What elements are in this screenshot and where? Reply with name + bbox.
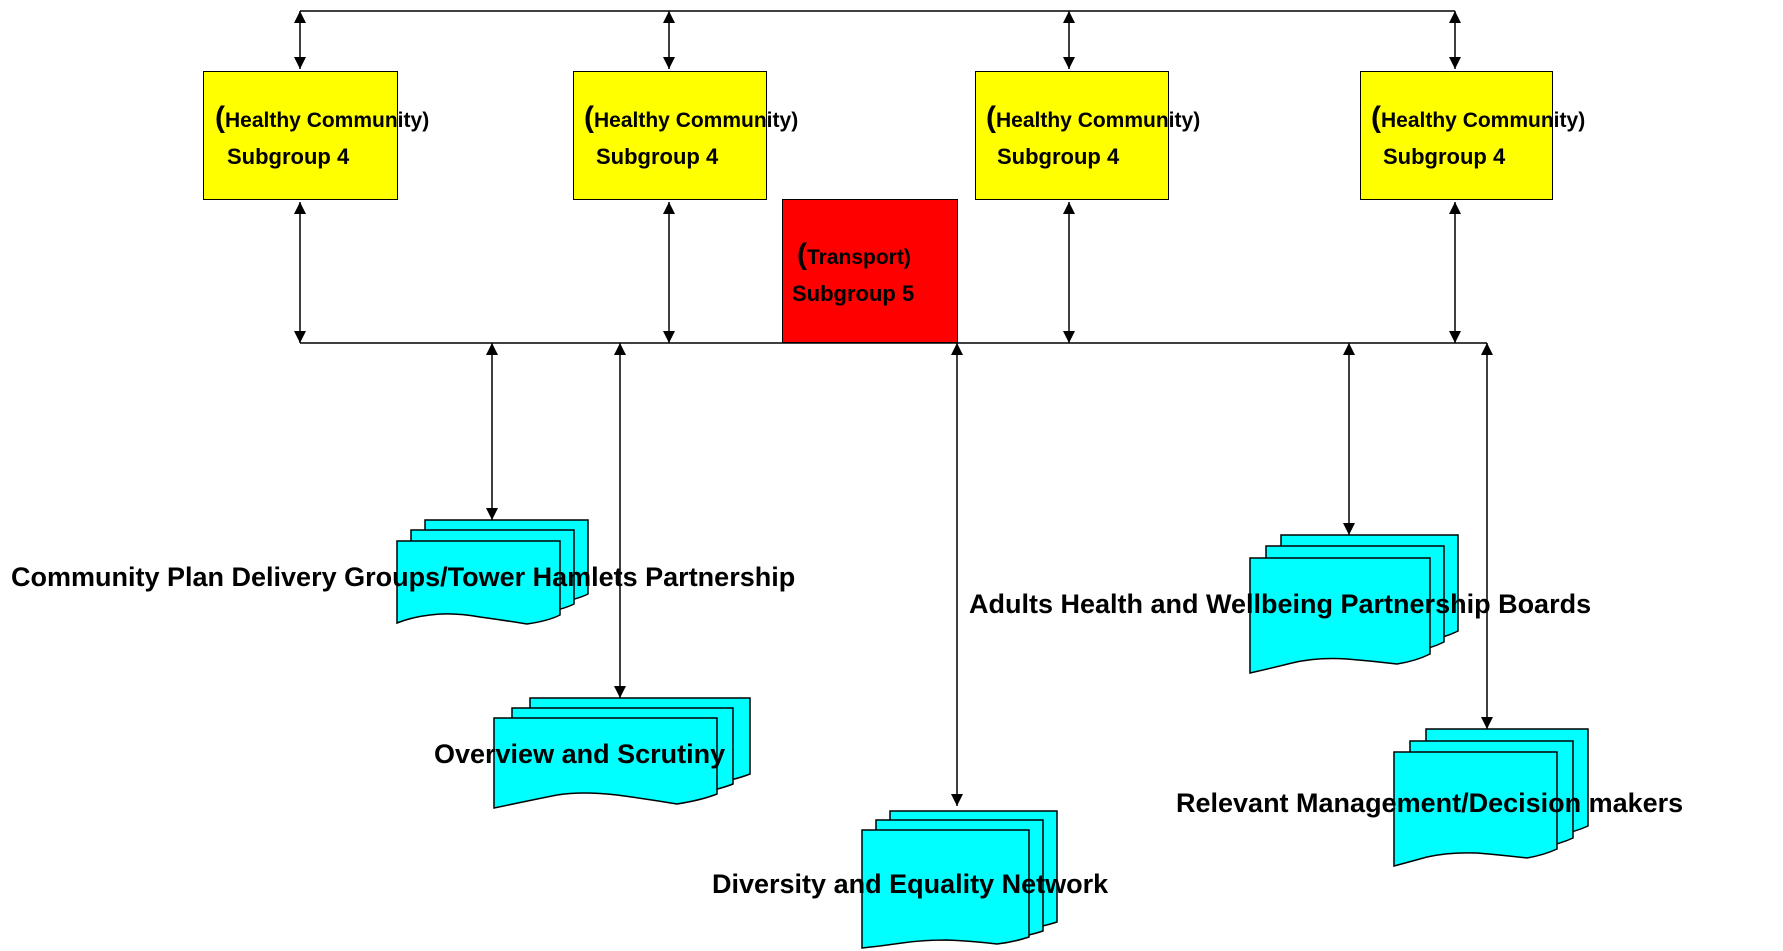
subgroup-box-2 xyxy=(573,71,767,200)
document-stack-overview xyxy=(493,697,751,809)
document-stack-diversity xyxy=(861,810,1058,949)
document-stack-community-plan xyxy=(396,519,589,625)
subgroup-box-1 xyxy=(203,71,398,200)
subgroup-paren: ( xyxy=(215,101,225,134)
doc-label-management: Relevant Management/Decision makers xyxy=(1176,788,1684,818)
subgroup-text-4: (Healthy Community) xyxy=(1371,103,1585,133)
subgroup-box-3 xyxy=(975,71,1169,200)
transport-label: Subgroup 5 xyxy=(792,281,915,306)
subgroup-title: Healthy Community) xyxy=(594,109,799,132)
subgroup-label-4: Subgroup 4 xyxy=(1383,144,1506,169)
subgroup-paren: ( xyxy=(1371,101,1381,134)
transport-paren: ( xyxy=(797,238,807,271)
subgroup-label-1: Subgroup 4 xyxy=(227,144,350,169)
subgroup-text-2: (Healthy Community) xyxy=(584,103,798,133)
subgroup-paren: ( xyxy=(986,101,996,134)
doc-label-overview: Overview and Scrutiny xyxy=(434,739,726,769)
subgroup-title: Healthy Community) xyxy=(996,109,1201,132)
subgroup-title: Healthy Community) xyxy=(1381,109,1586,132)
subgroup-box-4 xyxy=(1360,71,1553,200)
transport-text: (Transport) xyxy=(797,240,911,270)
subgroup-text-1: (Healthy Community) xyxy=(215,103,429,133)
subgroup-text-3: (Healthy Community) xyxy=(986,103,1200,133)
subgroup-title: Healthy Community) xyxy=(225,109,430,132)
doc-label-community-plan: Community Plan Delivery Groups/Tower Ham… xyxy=(11,562,796,592)
transport-box xyxy=(782,199,958,343)
subgroup-label-2: Subgroup 4 xyxy=(596,144,719,169)
document-stack-adults-health xyxy=(1249,534,1459,674)
doc-label-diversity: Diversity and Equality Network xyxy=(712,869,1109,899)
doc-label-adults-health: Adults Health and Wellbeing Partnership … xyxy=(969,589,1592,619)
subgroup-label-3: Subgroup 4 xyxy=(997,144,1120,169)
document-stack-management xyxy=(1393,728,1589,867)
subgroup-paren: ( xyxy=(584,101,594,134)
transport-title: Transport) xyxy=(807,246,911,269)
